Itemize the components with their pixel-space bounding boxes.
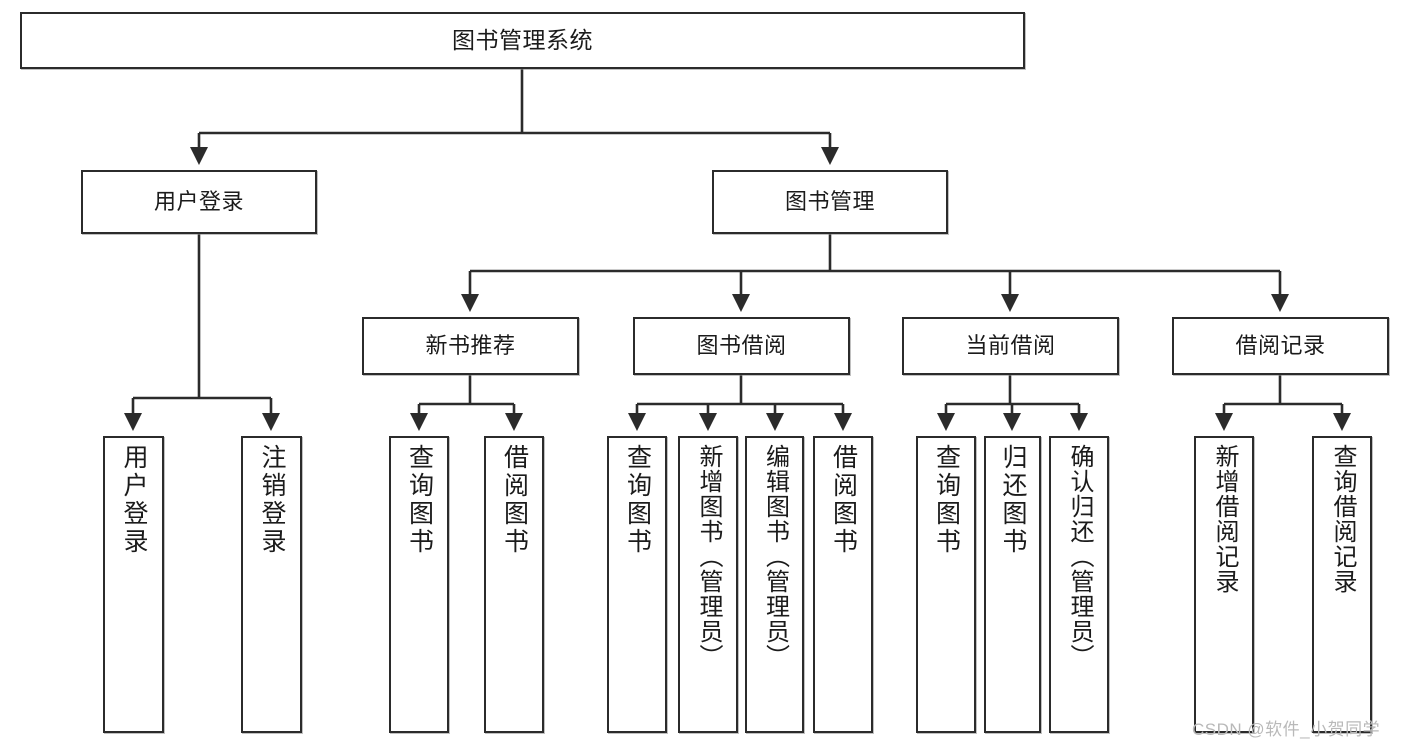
node-leaf-query-book-cur: 查询图书 [916, 436, 976, 733]
node-user-login: 用户登录 [81, 170, 317, 234]
node-leaf-edit-book: 编辑图书（管理员） [745, 436, 804, 733]
node-book-manage: 图书管理 [712, 170, 948, 234]
node-leaf-return-book: 归还图书 [984, 436, 1041, 733]
node-leaf-borrow-book: 借阅图书 [813, 436, 873, 733]
node-leaf-query-book-borrow-label: 查询图书 [623, 444, 652, 556]
csdn-watermark: CSDN @软件_小贺同学 [1192, 720, 1381, 739]
node-current-borrow-label: 当前借阅 [965, 333, 1056, 359]
node-borrow-record: 借阅记录 [1172, 317, 1389, 375]
node-leaf-user-logout: 注销登录 [241, 436, 302, 733]
node-new-book-recommend: 新书推荐 [362, 317, 579, 375]
node-leaf-borrow-book-rec-label: 借阅图书 [500, 444, 529, 556]
node-leaf-query-record-label: 查询借阅记录 [1329, 444, 1356, 594]
node-leaf-query-book-borrow: 查询图书 [607, 436, 667, 733]
node-root-system: 图书管理系统 [20, 12, 1025, 69]
node-leaf-user-login-label: 用户登录 [120, 444, 148, 556]
node-leaf-query-book-rec-label: 查询图书 [405, 444, 434, 556]
node-leaf-user-logout-label: 注销登录 [258, 444, 286, 556]
node-leaf-return-book-label: 归还图书 [999, 444, 1027, 556]
node-leaf-borrow-book-label: 借阅图书 [829, 444, 858, 556]
node-book-borrow-label: 图书借阅 [696, 333, 787, 359]
node-current-borrow: 当前借阅 [902, 317, 1119, 375]
node-leaf-user-login: 用户登录 [103, 436, 164, 733]
node-leaf-confirm-return: 确认归还（管理员） [1049, 436, 1109, 733]
node-root-system-label: 图书管理系统 [452, 27, 593, 54]
node-leaf-add-book: 新增图书（管理员） [678, 436, 738, 733]
node-user-login-label: 用户登录 [153, 189, 244, 215]
node-leaf-query-book-cur-label: 查询图书 [932, 444, 961, 556]
node-leaf-add-record-label: 新增借阅记录 [1211, 444, 1238, 594]
node-leaf-borrow-book-rec: 借阅图书 [484, 436, 544, 733]
node-leaf-edit-book-label: 编辑图书（管理员） [761, 444, 789, 669]
node-leaf-query-record: 查询借阅记录 [1312, 436, 1372, 733]
node-book-borrow: 图书借阅 [633, 317, 850, 375]
node-leaf-add-record: 新增借阅记录 [1194, 436, 1254, 733]
node-borrow-record-label: 借阅记录 [1235, 333, 1326, 359]
node-leaf-add-book-label: 新增图书（管理员） [695, 444, 722, 669]
node-book-manage-label: 图书管理 [784, 189, 875, 215]
node-leaf-query-book-rec: 查询图书 [389, 436, 449, 733]
node-leaf-confirm-return-label: 确认归还（管理员） [1066, 444, 1093, 669]
node-new-book-recommend-label: 新书推荐 [425, 333, 516, 359]
